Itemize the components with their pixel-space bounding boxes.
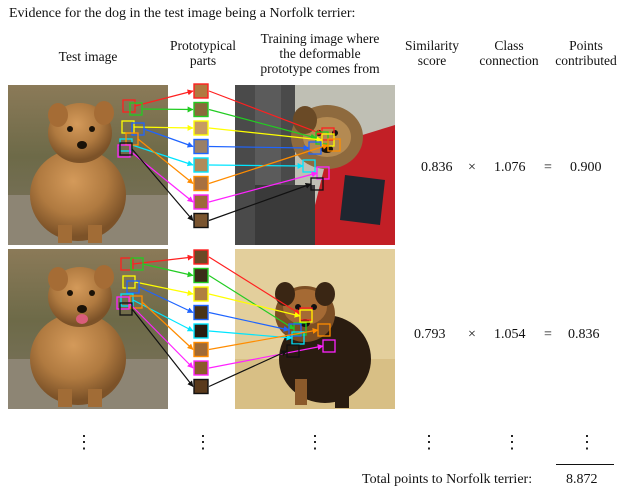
total-label: Total points to Norfolk terrier: <box>362 472 533 487</box>
header-test-image-label: Test image <box>58 49 118 64</box>
prototype-patch-row2-5 <box>193 323 209 339</box>
arrow-test-to-prototype-row2-3 <box>134 281 194 296</box>
arrow-test-to-prototype-row1-3 <box>133 124 194 131</box>
prototype-patch-row2-7 <box>193 360 209 376</box>
header-class-connection-line1: Class <box>494 38 524 53</box>
arrow-prototype-to-train-row1-4 <box>208 144 310 151</box>
prototype-patch-row2-1 <box>193 249 209 265</box>
arrow-test-to-prototype-row2-4 <box>138 286 194 314</box>
arrow-test-to-prototype-row1-5 <box>131 144 194 167</box>
header-similarity-score: Similarity score <box>392 38 472 68</box>
equals-sign-row2: = <box>544 327 552 342</box>
header-training-image: Training image where the deformable prot… <box>240 31 400 76</box>
arrow-test-to-prototype-row2-8 <box>131 308 194 387</box>
figure-caption: Evidence for the dog in the test image b… <box>9 6 356 21</box>
ellipsis-class-connection: ⋮ <box>503 432 521 452</box>
arrow-test-to-prototype-row1-1 <box>134 89 194 107</box>
prototype-patch-row1-3 <box>193 120 209 136</box>
arrow-test-to-prototype-row1-4 <box>143 128 194 148</box>
header-prototypical-parts: Prototypical parts <box>160 38 246 68</box>
test-part-box-row2-3 <box>122 275 136 289</box>
header-points-line1: Points <box>569 38 603 53</box>
arrow-prototype-to-train-row1-2 <box>208 108 317 140</box>
arrow-prototype-to-train-row2-3 <box>208 293 301 318</box>
test-image-photo-row2 <box>8 249 168 409</box>
arrow-prototype-to-train-row2-2 <box>208 274 295 330</box>
ellipsis-prototypical-parts: ⋮ <box>194 432 212 452</box>
train-part-box-row2-6 <box>317 323 331 337</box>
ellipsis-similarity: ⋮ <box>420 432 438 452</box>
prototype-patch-row1-5 <box>193 157 209 173</box>
points-contributed-row2: 0.836 <box>568 327 600 342</box>
header-training-image-line1: Training image where <box>260 31 380 46</box>
arrow-prototype-to-train-row2-1 <box>208 256 301 315</box>
header-similarity-line2: score <box>417 53 447 68</box>
similarity-score-row1: 0.836 <box>421 160 453 175</box>
prototype-patch-row1-2 <box>193 101 209 118</box>
arrow-prototype-to-train-row2-8 <box>208 350 288 388</box>
arrow-test-to-prototype-row2-6 <box>141 301 194 350</box>
arrow-prototype-to-train-row1-8 <box>208 182 312 222</box>
prototype-patch-row1-1 <box>193 83 209 99</box>
test-image-photo-row1 <box>8 85 168 245</box>
arrow-test-to-prototype-row2-7 <box>128 302 194 369</box>
arrow-prototype-to-train-row2-4 <box>208 311 290 332</box>
header-training-image-line2: the deformable <box>279 46 361 61</box>
prototype-patch-row2-8 <box>193 378 209 395</box>
arrow-test-to-prototype-row2-2 <box>142 263 194 278</box>
class-connection-row2: 1.054 <box>494 327 526 342</box>
prototype-patch-row2-3 <box>193 286 209 302</box>
arrow-prototype-to-train-row2-6 <box>208 327 319 351</box>
prototype-patch-row2-6 <box>193 341 209 358</box>
ellipsis-training-image: ⋮ <box>306 432 324 452</box>
arrow-prototype-to-train-row1-7 <box>208 171 318 203</box>
prototype-patch-row1-4 <box>193 138 209 155</box>
arrow-test-to-prototype-row2-5 <box>132 299 194 332</box>
class-connection-row1: 1.076 <box>494 160 526 175</box>
arrow-test-to-prototype-row1-6 <box>137 138 194 184</box>
total-divider <box>556 464 614 465</box>
similarity-score-row2: 0.793 <box>414 327 446 342</box>
prototype-patch-row1-6 <box>193 175 209 192</box>
points-contributed-row1: 0.900 <box>570 160 602 175</box>
train-part-box-row2-7 <box>322 339 336 353</box>
header-prototypical-parts-line2: parts <box>189 53 217 68</box>
train-part-box-row1-5 <box>302 159 316 173</box>
times-sign-row1: × <box>468 160 476 175</box>
prototype-patch-row1-7 <box>193 194 209 210</box>
header-similarity-line1: Similarity <box>405 38 459 53</box>
header-class-connection: Class connection <box>468 38 550 68</box>
test-part-box-row1-1 <box>122 99 136 113</box>
arrow-prototype-to-train-row1-1 <box>208 90 323 135</box>
header-points-contributed: Points contributed <box>544 38 628 68</box>
prototype-patch-row2-2 <box>193 267 209 284</box>
prototype-patch-row1-8 <box>193 212 209 229</box>
arrow-prototype-to-train-row1-5 <box>208 162 304 169</box>
arrow-prototype-to-train-row1-3 <box>208 127 323 143</box>
arrow-test-to-prototype-row1-2 <box>141 106 194 113</box>
header-class-connection-line2: connection <box>479 53 539 68</box>
header-test-image: Test image <box>40 49 136 64</box>
arrow-prototype-to-train-row1-6 <box>208 143 329 185</box>
header-prototypical-parts-line1: Prototypical <box>170 38 236 53</box>
arrow-prototype-to-train-row2-7 <box>208 344 324 369</box>
header-training-image-line3: prototype comes from <box>260 61 380 76</box>
ellipsis-points: ⋮ <box>578 432 596 452</box>
header-points-line2: contributed <box>555 53 617 68</box>
train-part-box-row1-8 <box>310 177 324 191</box>
train-part-box-row1-7 <box>316 166 330 180</box>
equals-sign-row1: = <box>544 160 552 175</box>
ellipsis-test-image: ⋮ <box>75 432 93 452</box>
arrow-test-to-prototype-row1-8 <box>131 148 194 221</box>
prototype-patch-row2-4 <box>193 304 209 321</box>
total-value: 8.872 <box>566 472 598 487</box>
times-sign-row2: × <box>468 327 476 342</box>
